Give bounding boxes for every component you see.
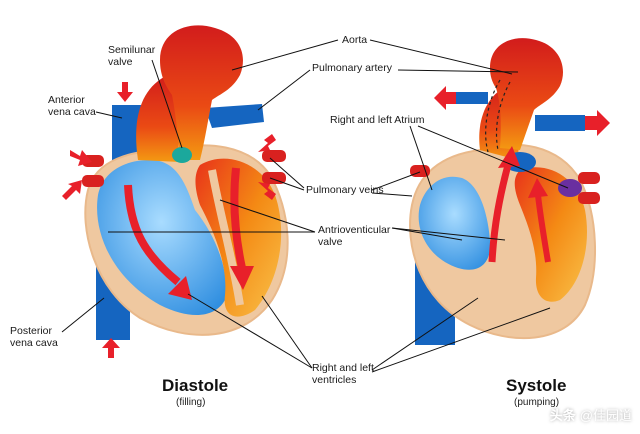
diastole-semilunar-valve (172, 147, 192, 163)
diastole-title: Diastole (162, 376, 229, 395)
leader-ventricle-3 (371, 297, 479, 371)
systole-pulmonary-vein-2 (578, 172, 600, 184)
systole-heart (409, 38, 610, 345)
systole-right-chambers (418, 176, 491, 270)
diastole-inflow-arrow-1 (117, 82, 133, 102)
systole-pulmonary-artery-right (535, 115, 585, 131)
leader-ventricle-2 (261, 295, 313, 369)
diastole-inflow-arrow-2 (70, 150, 92, 166)
systole-flow-arrowhead-2 (528, 178, 548, 198)
leader-pv-2 (269, 177, 305, 191)
diastole-flow-arrowhead-right (168, 276, 192, 300)
label-antrioventicular-valve: Antrioventicular valve (318, 224, 391, 248)
leader-aorta-left (231, 39, 339, 71)
leader-pv-4 (371, 192, 413, 197)
systole-flow-arrow-2 (535, 194, 551, 263)
leader-posterior-vc (61, 297, 105, 333)
label-aorta: Aorta (342, 34, 368, 46)
systole-atrium-purple (558, 179, 582, 197)
watermark: 头条 @佳园道 (550, 405, 632, 424)
diastole-aorta (160, 25, 243, 160)
watermark-handle: @佳园道 (579, 408, 632, 423)
diastole-septum (208, 169, 244, 306)
systole-title: Systole (506, 376, 567, 395)
leader-atrium-2 (417, 125, 569, 189)
diastole-inflow-arrow-5 (258, 134, 276, 152)
leader-atrium-1 (409, 125, 433, 191)
systole-subtitle: (pumping) (514, 397, 560, 408)
leader-pa-left (257, 69, 311, 111)
leader-av-3 (391, 227, 463, 241)
label-pulmonary-artery: Pulmonary artery (312, 62, 392, 74)
systole-outflow-arrow-right (585, 110, 610, 136)
diastole-flow-arrow-left (230, 167, 246, 269)
diastole-subtitle: (filling) (176, 397, 206, 408)
systole-aorta (490, 38, 563, 150)
leader-pv-3 (371, 171, 421, 191)
label-posterior-vena-cava: Posterior vena cava (10, 325, 58, 349)
systole-valve-dashes (485, 79, 511, 153)
diastole-inflow-arrow-4 (102, 338, 120, 358)
systole-outflow-arrow-left (434, 86, 456, 110)
diastole-vein-left-2 (82, 175, 104, 187)
label-right-left-atrium: Right and left Atrium (330, 114, 425, 126)
watermark-logo: 头条 (549, 408, 576, 423)
leader-ventricle-1 (187, 293, 313, 369)
leader-ventricle-4 (371, 307, 551, 373)
leader-anterior-vc (95, 111, 123, 119)
leader-aorta-right (369, 39, 513, 75)
label-pulmonary-veins: Pulmonary veins (306, 184, 384, 196)
label-anterior-vena-cava: Anterior vena cava (48, 94, 96, 118)
diastole-pulmonary-artery-right (205, 104, 264, 128)
diastole-flow-arrowhead-left (230, 266, 254, 290)
diastole-inflow-arrow-6 (258, 182, 276, 200)
systole-flow-arrowhead-1 (498, 146, 520, 168)
leader-semilunar (151, 59, 183, 149)
leader-pv-1 (269, 157, 305, 189)
systole-pulmonary-vein-3 (578, 192, 600, 204)
leader-av-4 (391, 227, 506, 241)
diastole-pulmonary-vein-1 (262, 150, 286, 162)
leader-pa-right (397, 69, 519, 73)
systole-left-chambers (514, 167, 588, 302)
leader-lines (61, 39, 569, 373)
diastole-heart (62, 25, 289, 358)
label-right-left-ventricles: Right and left ventricles (312, 362, 374, 386)
leader-av-2 (219, 199, 316, 233)
label-semilunar-valve: Semilunar valve (108, 44, 156, 68)
systole-flow-arrow-1 (488, 164, 512, 263)
diastole-inflow-arrow-3 (62, 180, 82, 200)
systole-pulmonary-artery-left (456, 92, 488, 104)
diastole-flow-arrow-right (124, 184, 181, 286)
